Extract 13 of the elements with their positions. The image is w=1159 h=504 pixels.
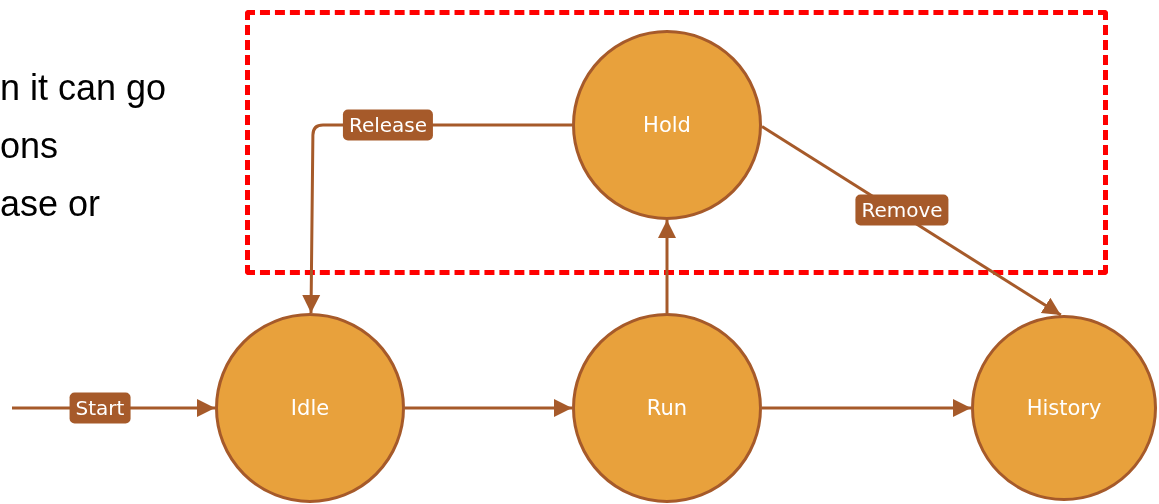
transition-arrow [762,399,971,417]
edge-label: Release [342,109,434,141]
edge-label: Start [69,392,131,424]
state-name: Hold [642,113,692,137]
state-name: Run [645,396,689,420]
note-text: ons [0,128,59,164]
note-text: n it can go [0,70,167,106]
note-text: ase or [0,186,101,222]
edge-label: Remove [855,194,949,226]
state-name: Idle [289,396,331,420]
transition-arrow [658,220,676,313]
transition-arrow [405,399,572,417]
state-name: History [1025,396,1103,420]
